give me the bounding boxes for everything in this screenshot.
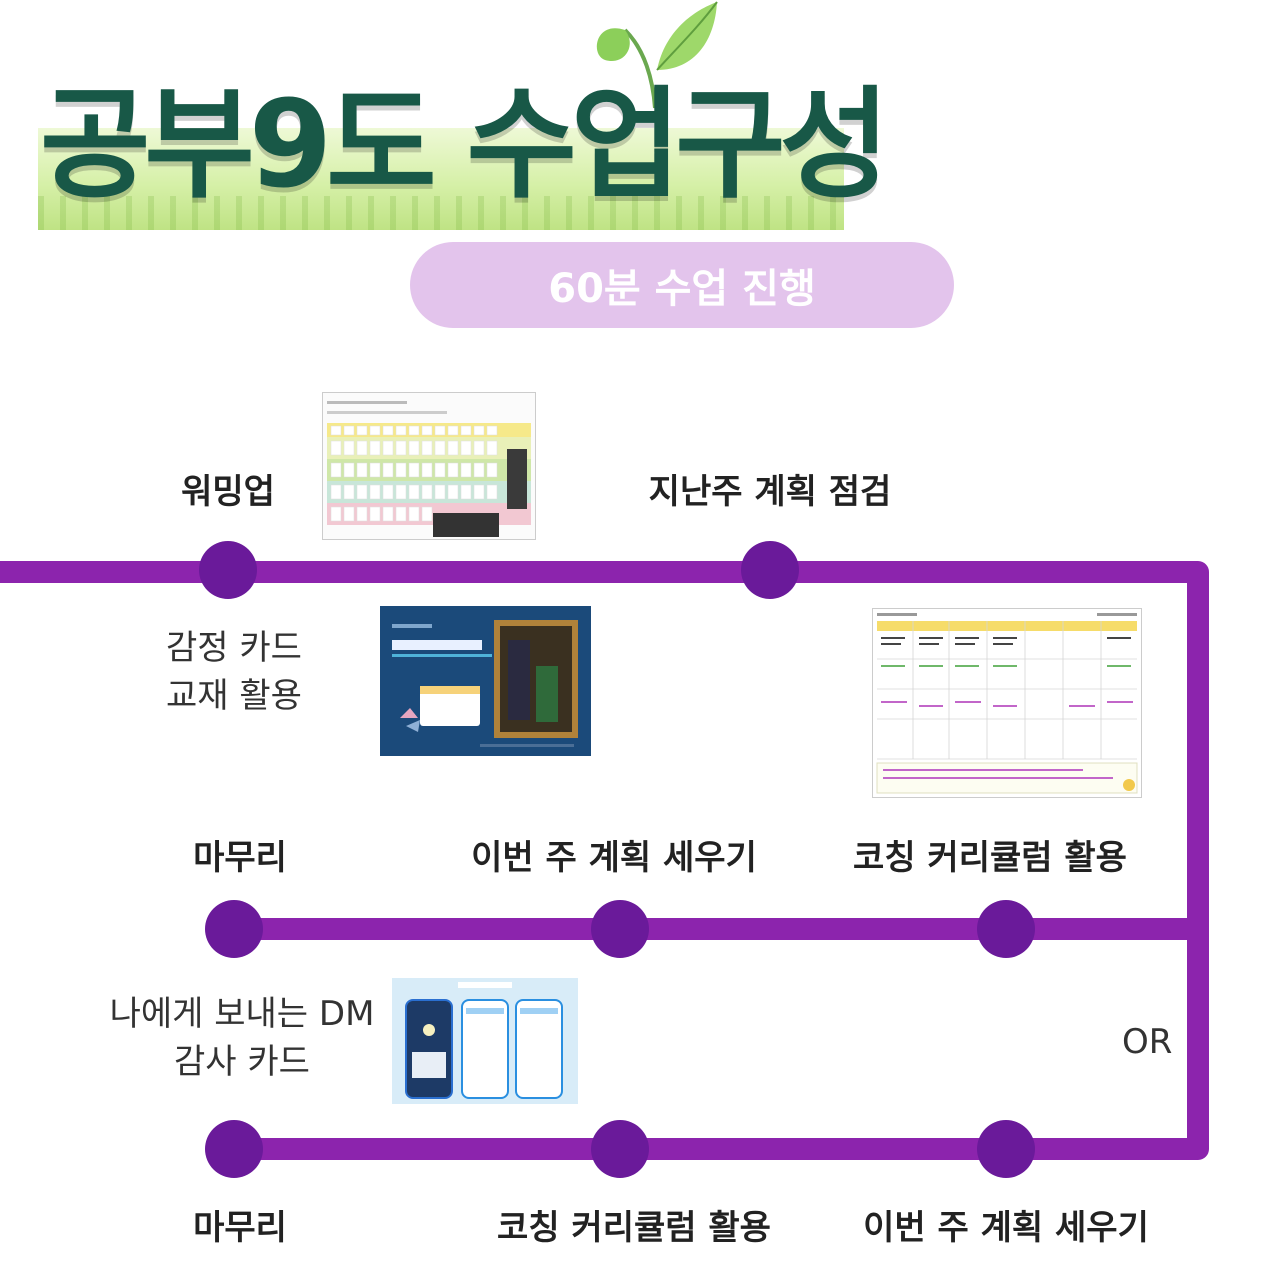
- node-warmup: [199, 541, 257, 599]
- node-row2-plan: [591, 900, 649, 958]
- session-duration-pill: 60분 수업 진행: [410, 242, 954, 328]
- page-title: 공부9도 수업구성: [40, 76, 890, 215]
- label-row3-coaching: 코칭 커리큘럼 활용: [497, 1208, 771, 1248]
- leaf-icon: [596, 1, 718, 109]
- caption-line: 감사 카드: [174, 1042, 310, 1082]
- label-warmup: 워밍업: [181, 472, 275, 512]
- or-label: OR: [1122, 1022, 1173, 1062]
- label-row3-finish: 마무리: [193, 1208, 287, 1248]
- label-row2-plan: 이번 주 계획 세우기: [471, 838, 757, 878]
- node-row3-coaching: [591, 1120, 649, 1178]
- caption-line: 나에게 보내는 DM: [109, 994, 375, 1034]
- textbook-slide-image: [380, 606, 591, 756]
- emotion-card-grid-image: [322, 392, 536, 540]
- caption-dm-thanks: 나에게 보내는 DM 감사 카드: [110, 990, 375, 1086]
- dm-phone-cards-image: [392, 978, 578, 1104]
- route-line-row1: [0, 561, 1209, 929]
- title-banner: [38, 128, 844, 230]
- node-row2-finish: [205, 900, 263, 958]
- label-row2-coaching: 코칭 커리큘럼 활용: [853, 838, 1127, 878]
- caption-emotion-cards: 감정 카드 교재 활용: [166, 624, 302, 720]
- caption-line: 감정 카드: [166, 628, 302, 668]
- node-last-week-check: [741, 541, 799, 599]
- node-row3-finish: [205, 1120, 263, 1178]
- label-last-week-check: 지난주 계획 점검: [648, 472, 892, 512]
- label-row2-finish: 마무리: [193, 838, 287, 878]
- node-row2-coaching: [977, 900, 1035, 958]
- weekly-plan-sheet-image: [872, 608, 1142, 798]
- node-row3-plan: [977, 1120, 1035, 1178]
- route-line-row3: [234, 929, 1209, 1160]
- caption-line: 교재 활용: [166, 676, 302, 716]
- label-row3-plan: 이번 주 계획 세우기: [863, 1208, 1149, 1248]
